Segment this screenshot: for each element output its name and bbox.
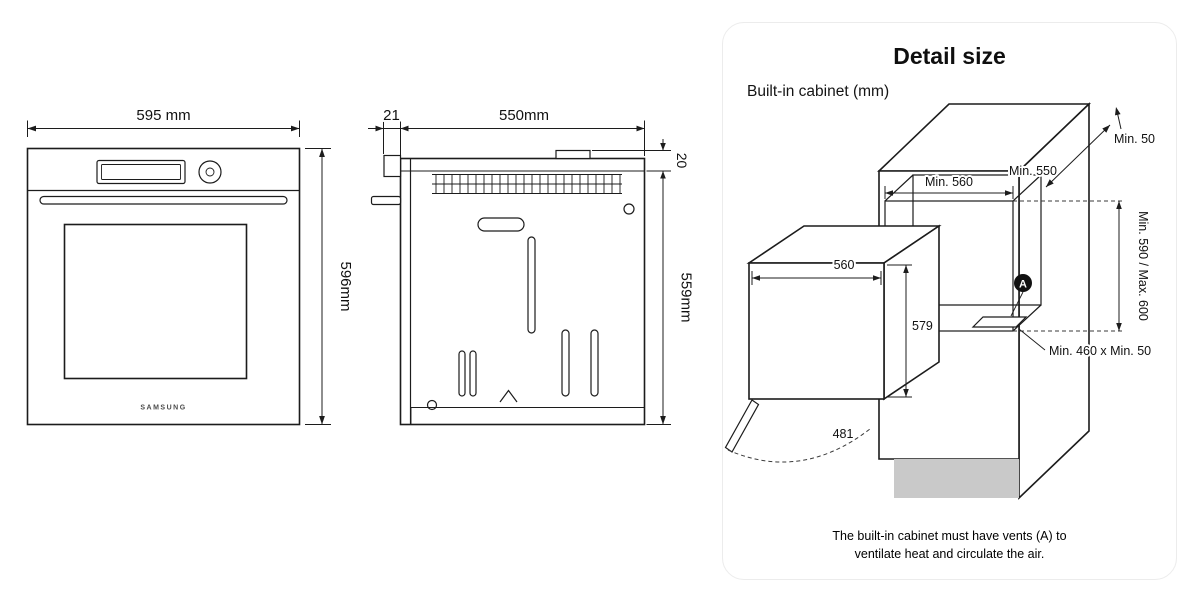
cabinet-width-label: Min. 560 [925, 175, 973, 189]
dim-vent-size: Min. 460 x Min. 50 [1018, 328, 1153, 360]
caret-mark [499, 389, 518, 403]
dim-cabinet-depth: Min. 550 [1007, 124, 1111, 188]
side-depth-label: 550mm [499, 107, 549, 124]
side-slot [469, 350, 477, 397]
side-top-offset-label: 20 [674, 153, 690, 169]
dim-top-clearance: Min. 50 [1112, 107, 1157, 148]
side-depth-dimension: 550mm [400, 105, 645, 156]
control-knob [198, 160, 222, 184]
dim-oven-width: 560 [751, 256, 882, 285]
front-width-dimension: 595 mm [27, 105, 300, 137]
side-slot [590, 329, 599, 397]
built-in-cabinet-drawing: Min. 50 Min. 560 Min. 550 [724, 102, 1157, 500]
door-handle [39, 195, 288, 205]
oven-front-face [748, 262, 885, 400]
side-protrusion-label: 21 [383, 107, 400, 124]
card-subtitle: Built-in cabinet (mm) [747, 83, 890, 100]
door-open-label: 481 [833, 427, 854, 441]
side-slot [458, 350, 466, 397]
vent-caption: The built-in cabinet must have vents (A)… [723, 527, 1176, 563]
oven-width-label: 560 [834, 258, 855, 272]
side-handle [370, 195, 402, 206]
cabinet [877, 102, 1091, 500]
side-slot [527, 236, 536, 334]
top-vent-grille [432, 174, 622, 194]
panel-protrusion [383, 154, 402, 178]
side-height-label: 559mm [678, 272, 695, 322]
vent-caption-line2: ventilate heat and circulate the air. [854, 546, 1045, 561]
oven-side-view [370, 149, 646, 426]
display-screen [101, 164, 181, 180]
vent-marker-circle [1014, 274, 1032, 292]
front-height-dimension: 596mm [305, 148, 356, 425]
vent-size-label: Min. 460 x Min. 50 [1049, 344, 1151, 358]
brand-label: SAMSUNG [140, 405, 186, 412]
open-door [724, 399, 760, 453]
card-title: Detail size [893, 43, 1006, 69]
vent-marker: A [1010, 274, 1032, 317]
built-in-oven [724, 224, 942, 463]
display-panel [96, 159, 186, 185]
cabinet-depth-label: Min. 550 [1009, 164, 1057, 178]
screw-hole [426, 399, 438, 411]
front-height-label: 596mm [337, 261, 354, 311]
oven-front-view: SAMSUNG [26, 147, 301, 426]
top-trim-block [555, 149, 591, 160]
oven-side-body [399, 157, 646, 426]
cabinet-plinth [894, 459, 1019, 498]
dim-niche-height: Min. 590 / Max. 600 [1013, 200, 1152, 332]
control-knob-center [205, 167, 215, 177]
oval-slot [477, 217, 525, 232]
door-swing-arc [727, 428, 871, 463]
vent-marker-letter: A [1019, 279, 1027, 291]
front-width-label: 595 mm [136, 107, 190, 124]
oven-height-label: 579 [912, 319, 933, 333]
dim-cabinet-width: Min. 560 [884, 173, 1014, 199]
side-protrusion-dimension: 21 [368, 105, 402, 156]
door-window [63, 223, 248, 380]
detail-size-card: Detail size Built-in cabinet (mm) [722, 22, 1177, 580]
side-height-dimension: 559mm [646, 171, 697, 425]
top-clearance-label: Min. 50 [1114, 132, 1155, 146]
vent-slot [971, 316, 1028, 328]
side-slot [561, 329, 570, 397]
niche-height-label: Min. 590 / Max. 600 [1136, 211, 1150, 321]
dim-oven-height: 579 [887, 264, 935, 398]
technical-drawing: SAMSUNG 595 mm 596mm [26, 105, 697, 426]
dim-door-open: 481 [831, 425, 856, 443]
niche-depth-edges [884, 174, 1042, 332]
screw-hole [623, 203, 635, 215]
vent-caption-line1: The built-in cabinet must have vents (A)… [832, 528, 1067, 543]
side-top-offset-dimension: 20 [592, 139, 692, 182]
